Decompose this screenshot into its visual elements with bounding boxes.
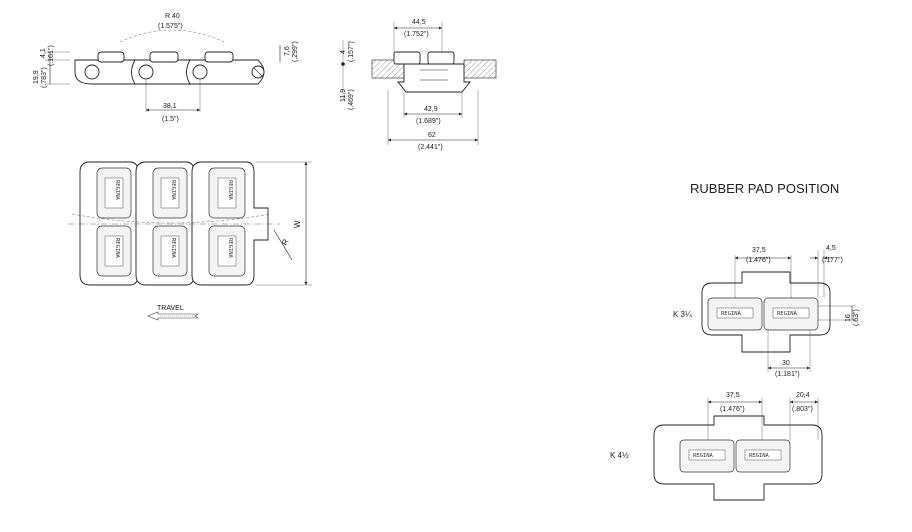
h-total-in-label: (.783") [41, 67, 48, 88]
h-mid-label: 11,9 [340, 89, 347, 102]
brand-label: REGINA [721, 311, 742, 317]
top-view: REGINA REGINA REGINA REGINA REGINA REGIN… [68, 161, 312, 321]
brand-label: REGINA [170, 180, 176, 201]
w-mid-in-label: (1.689") [416, 118, 441, 125]
brand-label: REGINA [114, 180, 120, 201]
pitch-in-label: (1.5") [162, 116, 179, 123]
h-top-label: 4,1 [40, 48, 47, 58]
k2-label: K 4½ [610, 451, 629, 460]
k1-plate: REGINA REGINA [701, 271, 831, 353]
h-small-in-label: (.157") [348, 41, 355, 62]
pitch-label: 38,1 [163, 103, 177, 110]
k1-w-label: 30 [782, 360, 790, 367]
top-plate-3: REGINA REGINA [191, 161, 269, 286]
brand-label: REGINA [227, 180, 233, 201]
w-total-label: 62 [428, 132, 436, 139]
brand-label: REGINA [693, 453, 714, 459]
k1-pitch-label: 37,5 [752, 247, 766, 254]
brand-label: REGINA [749, 453, 770, 459]
r-label: R [280, 237, 291, 247]
brand-label: REGINA [777, 311, 798, 317]
h-small-label: 4 [340, 50, 347, 54]
section-view: 44,5 (1.752") 4 (.157") 11,9 (.469") 42,… [340, 19, 497, 151]
k2-pitch-in-label: (1.476") [720, 406, 745, 413]
travel-arrow-icon [147, 311, 199, 321]
w-label: W [293, 220, 302, 228]
top-plate-2: REGINA REGINA [135, 161, 195, 286]
k2-edge-in-label: (.803") [792, 406, 813, 413]
k1-h-label: 16 [845, 314, 852, 322]
brand-label: REGINA [227, 238, 233, 259]
h-top-in-label: (.161") [48, 45, 55, 66]
brand-label: REGINA [170, 238, 176, 259]
chain-links [74, 51, 265, 85]
h-mid-in-label: (.469") [348, 89, 355, 110]
w-top-in-label: (1.752") [404, 31, 429, 38]
pad-h-label: 7,6 [284, 46, 291, 56]
pad-h-in-label: (.299") [292, 41, 299, 62]
k1-w-in-label: (1.181") [775, 371, 800, 378]
k1-pitch-in-label: (1.476") [746, 257, 771, 264]
w-top-label: 44,5 [412, 19, 426, 26]
radius-label: R 40 [165, 13, 180, 20]
brand-label: REGINA [114, 238, 120, 259]
k1-edge-label: 4,5 [826, 245, 836, 252]
k2-plate: REGINA REGINA [653, 415, 823, 501]
k1-edge-in-label: (.177") [822, 257, 843, 264]
w-total-in-label: (2.441") [418, 144, 443, 151]
w-mid-label: 42,9 [424, 106, 438, 113]
rubber-pad-section: RUBBER PAD POSITION K 3¼ REGINA REGINA 3… [610, 181, 860, 501]
top-plate-1: REGINA REGINA [79, 161, 139, 286]
travel-label: TRAVEL [157, 305, 184, 312]
side-view: R 40 (1.575") 4,1 (.161") 19,9 (.783") [33, 13, 299, 123]
h-total-label: 19,9 [33, 70, 40, 84]
k1-h-in-label: (.63") [853, 309, 860, 326]
rubber-pad-title: RUBBER PAD POSITION [690, 181, 839, 196]
radius-in-label: (1.575") [158, 23, 183, 30]
k2-pitch-label: 37,5 [726, 392, 740, 399]
k1-label: K 3¼ [673, 310, 692, 319]
k2-edge-label: 20,4 [796, 392, 810, 399]
